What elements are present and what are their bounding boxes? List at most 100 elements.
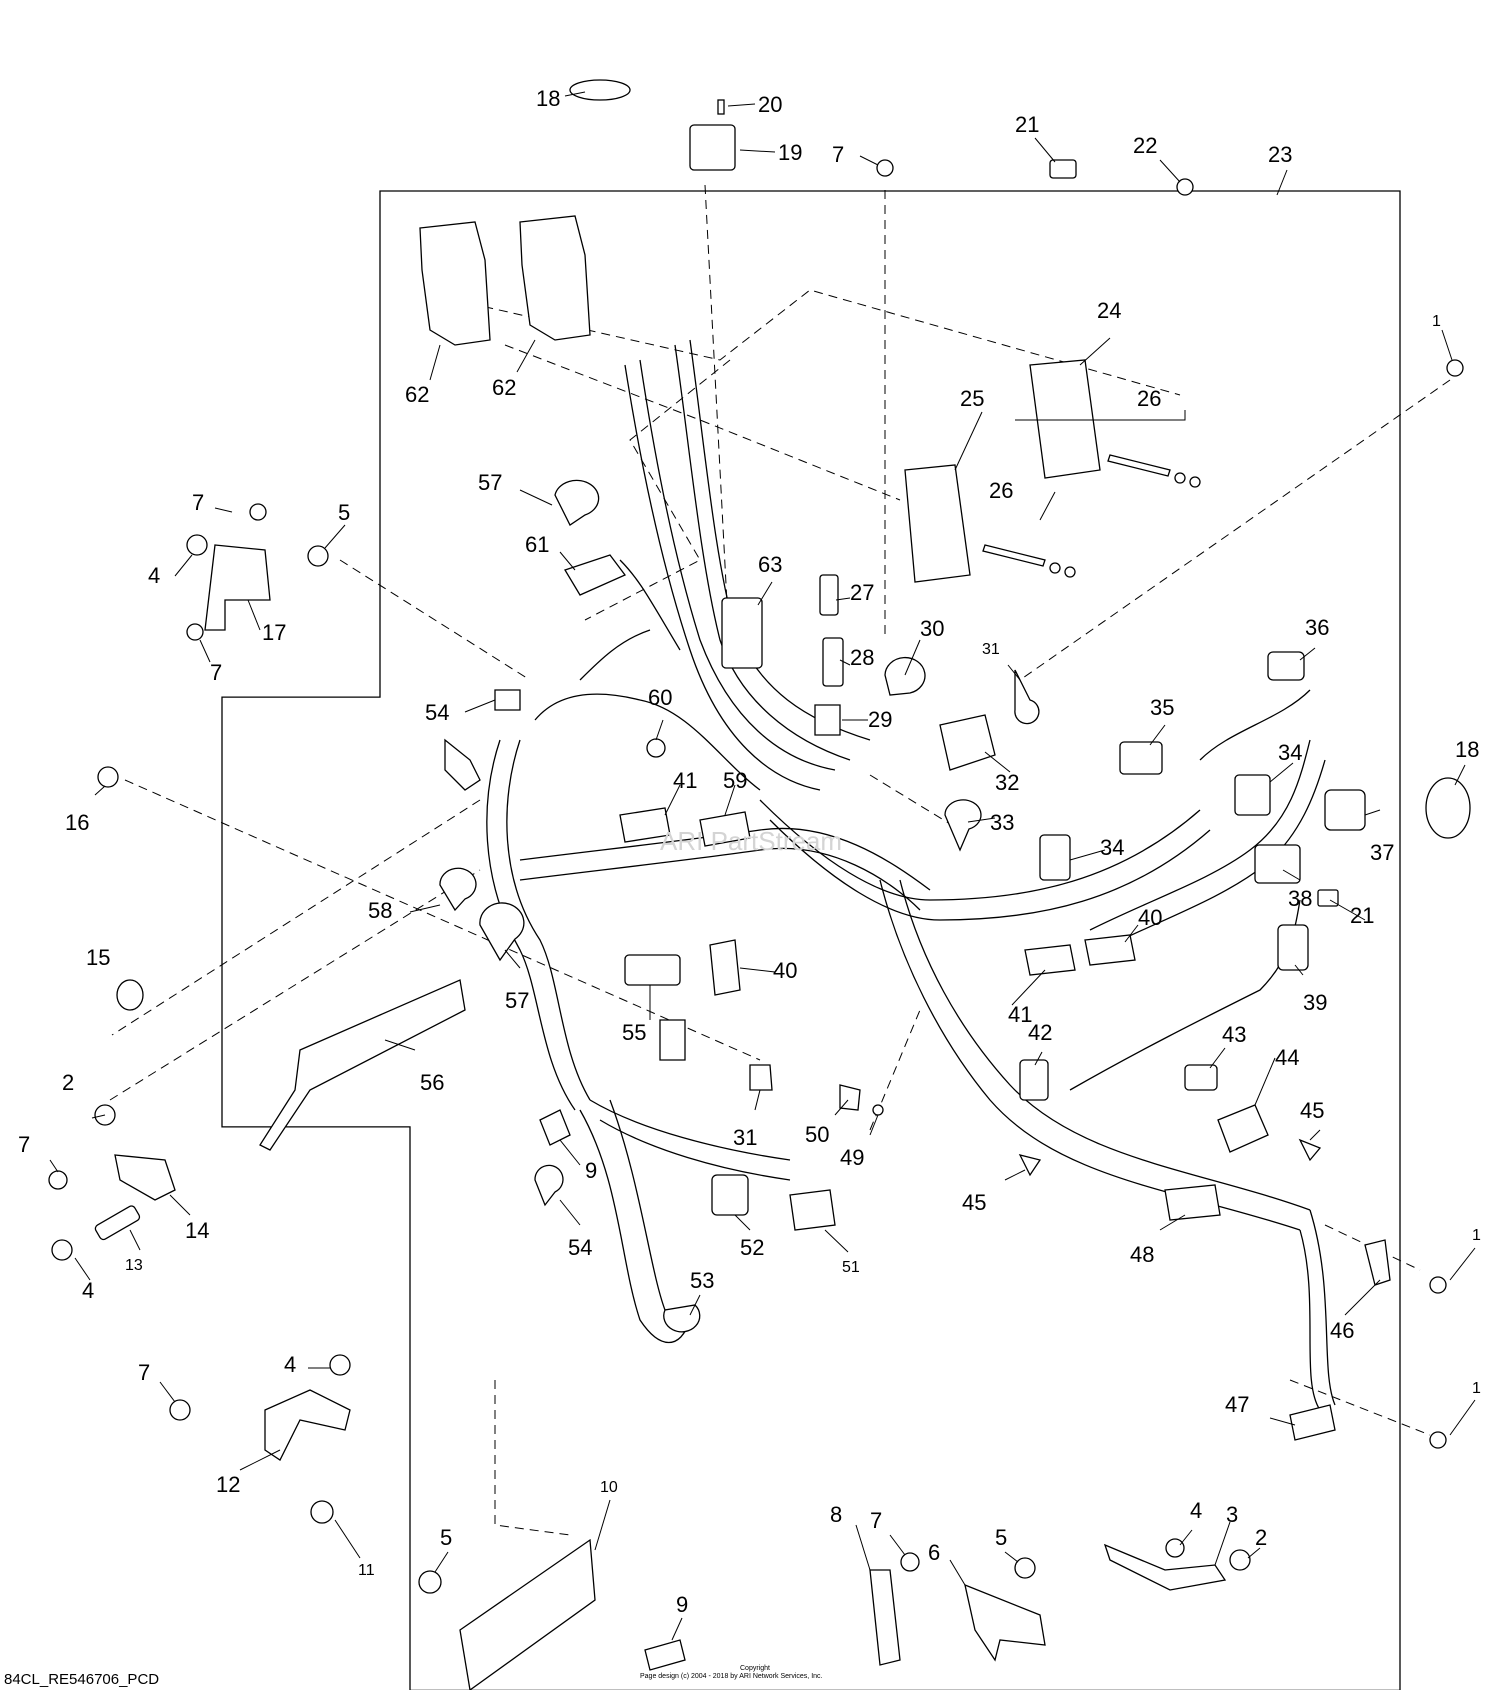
ecu-connector-icon <box>1029 359 1101 479</box>
callout-26: 26 <box>1137 386 1161 411</box>
screw-icon <box>48 1170 68 1190</box>
callout-18: 18 <box>1455 737 1479 762</box>
screw-icon <box>900 1552 920 1572</box>
callout-43: 43 <box>1222 1022 1246 1047</box>
callout-15: 15 <box>86 945 110 970</box>
cable-clamp-icon <box>749 1064 773 1091</box>
callout-54: 54 <box>425 700 449 725</box>
push-clip-icon <box>644 1639 686 1671</box>
callout-18: 18 <box>536 86 560 111</box>
cable-tie-strap-icon <box>569 79 631 101</box>
callout-3: 3 <box>1226 1502 1238 1527</box>
callout-28: 28 <box>850 645 874 670</box>
callout-34: 34 <box>1278 740 1302 765</box>
wire-connector-icon <box>1289 1404 1336 1441</box>
callout-58: 58 <box>368 898 392 923</box>
ground-ring-icon <box>663 1304 701 1333</box>
callout-7: 7 <box>192 490 204 515</box>
watermark: ARI PartStream <box>660 826 842 856</box>
relay-connector-icon <box>689 124 736 171</box>
ecu-connector-icon <box>904 464 971 583</box>
callout-21: 21 <box>1350 903 1374 928</box>
bolt-icon <box>310 1500 334 1524</box>
callout-42: 42 <box>1028 1020 1052 1045</box>
terminal-icon <box>1317 889 1339 907</box>
callout-2: 2 <box>62 1070 74 1095</box>
mounting-plate-icon <box>259 979 466 1151</box>
callout-53: 53 <box>690 1268 714 1293</box>
callout-4: 4 <box>284 1352 296 1377</box>
multi-pin-connector-icon <box>721 597 763 669</box>
callout-9: 9 <box>585 1158 597 1183</box>
sensor-connector-icon <box>789 1189 836 1231</box>
callout-47: 47 <box>1225 1392 1249 1417</box>
push-pin-icon <box>1018 1154 1042 1177</box>
wire-connector-icon <box>1184 1064 1218 1091</box>
nut-icon <box>51 1239 73 1261</box>
nut-icon <box>329 1354 351 1376</box>
callout-55: 55 <box>622 1020 646 1045</box>
screw-icon <box>1446 359 1464 377</box>
callout-29: 29 <box>868 707 892 732</box>
callout-22: 22 <box>1133 133 1157 158</box>
callout-25: 25 <box>960 386 984 411</box>
callout-63: 63 <box>758 552 782 577</box>
ring-terminal-icon <box>646 738 666 758</box>
callout-35: 35 <box>1150 695 1174 720</box>
cable-clamp-icon <box>884 656 926 696</box>
callout-26: 26 <box>989 478 1013 503</box>
cable-clamp-icon <box>444 738 481 791</box>
cable-clamp-icon <box>494 689 521 711</box>
screw-icon <box>249 503 267 521</box>
wire-connector-icon <box>1217 1104 1269 1153</box>
wire-connector-icon <box>1324 789 1366 831</box>
callout-30: 30 <box>920 616 944 641</box>
callout-45: 45 <box>1300 1098 1324 1123</box>
callout-7: 7 <box>138 1360 150 1385</box>
terminal-pin-icon <box>1107 454 1171 477</box>
callout-4: 4 <box>148 563 160 588</box>
callout-54: 54 <box>568 1235 592 1260</box>
callout-7: 7 <box>18 1132 30 1157</box>
callout-57: 57 <box>478 470 502 495</box>
spacer-icon <box>116 979 144 1011</box>
callout-13: 13 <box>125 1257 143 1274</box>
callout-1: 1 <box>1472 1380 1481 1397</box>
terminal-pin-icon <box>982 544 1046 567</box>
bulb-socket-icon <box>819 574 839 616</box>
nut-icon <box>186 534 208 556</box>
nut-icon <box>1165 1538 1185 1558</box>
callout-14: 14 <box>185 1218 209 1243</box>
push-pin-icon <box>1298 1138 1322 1162</box>
callout-45: 45 <box>962 1190 986 1215</box>
bolt-icon <box>1014 1557 1036 1579</box>
drawing-id: 84CL_RE546706_PCD <box>4 1671 159 1688</box>
callout-17: 17 <box>262 620 286 645</box>
callout-59: 59 <box>723 768 747 793</box>
wire-connector-icon <box>1019 1059 1049 1101</box>
wire-connector-icon <box>1119 741 1163 775</box>
sensor-connector-icon <box>1084 934 1136 966</box>
wire-connector-icon <box>1267 651 1305 681</box>
callout-16: 16 <box>65 810 89 835</box>
callout-7: 7 <box>832 142 844 167</box>
screw-icon <box>169 1399 191 1421</box>
callout-31: 31 <box>982 641 1000 658</box>
callout-7: 7 <box>210 660 222 685</box>
mounting-bracket-icon <box>964 1583 1046 1662</box>
fuse-block-cover-icon <box>519 215 591 341</box>
wire-connector-icon <box>624 954 681 986</box>
callout-38: 38 <box>1288 886 1312 911</box>
callout-56: 56 <box>420 1070 444 1095</box>
bolt-icon <box>97 766 119 788</box>
screw-icon <box>1429 1276 1447 1294</box>
wire-connector-icon <box>1234 774 1271 816</box>
callout-61: 61 <box>525 532 549 557</box>
callout-27: 27 <box>850 580 874 605</box>
parts-artwork <box>48 79 1471 1690</box>
mounting-clip-icon <box>814 704 841 736</box>
callout-51: 51 <box>842 1259 860 1276</box>
bolt-icon <box>418 1570 442 1594</box>
callout-2: 2 <box>1255 1525 1267 1550</box>
callout-60: 60 <box>648 685 672 710</box>
